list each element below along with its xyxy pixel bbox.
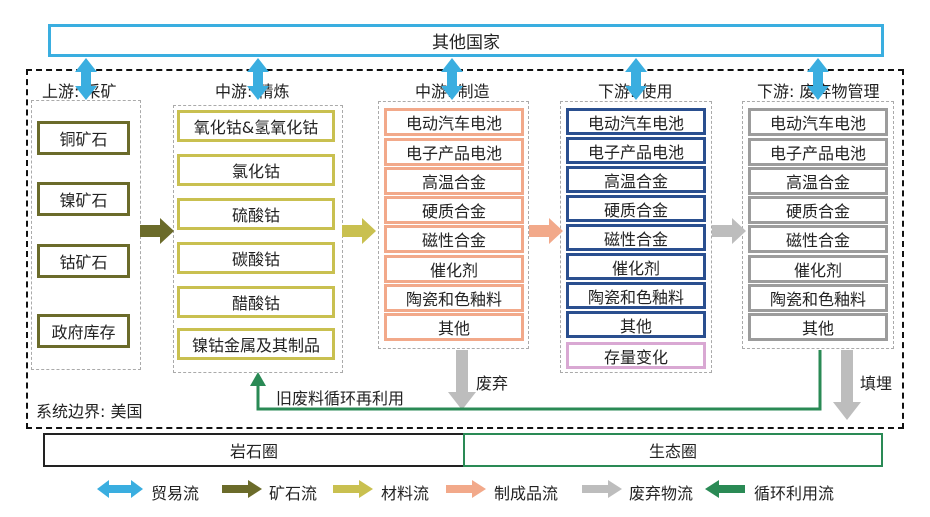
stage-refining-item: 镍钴金属及其制品 bbox=[177, 328, 335, 360]
stage-title-manufacturing: 中游: 制造 bbox=[415, 82, 490, 101]
stage-title-waste-management: 下游: 废弃物管理 bbox=[757, 82, 880, 101]
stage-mining-item: 政府库存 bbox=[37, 314, 130, 348]
stage-use-item: 磁性合金 bbox=[566, 224, 706, 251]
stage-manufacturing-item: 硬质合金 bbox=[384, 196, 524, 224]
stage-manufacturing-item: 高温合金 bbox=[384, 167, 524, 195]
stage-waste-item: 电子产品电池 bbox=[748, 138, 888, 166]
landfill-label: 填埋 bbox=[860, 374, 893, 393]
legend-waste-arrow bbox=[582, 480, 622, 498]
stage-manufacturing-item: 电动汽车电池 bbox=[384, 108, 524, 136]
stage-use-item: 高温合金 bbox=[566, 166, 706, 193]
stage-manufacturing bbox=[378, 101, 529, 349]
lithosphere-label: 岩石圈 bbox=[229, 442, 278, 461]
stage-use-item: 硬质合金 bbox=[566, 195, 706, 222]
legend-material-arrow bbox=[333, 480, 373, 498]
legend-trade-arrow bbox=[97, 480, 143, 498]
stage-waste-item: 硬质合金 bbox=[748, 196, 888, 224]
stage-mining-item: 铜矿石 bbox=[37, 121, 130, 155]
system-boundary-label: 系统边界: 美国 bbox=[36, 402, 143, 421]
stage-title-use: 下游: 使用 bbox=[598, 82, 673, 101]
stage-use-item: 陶瓷和色釉料 bbox=[566, 282, 706, 309]
legend-recycle-label: 循环利用流 bbox=[754, 484, 835, 503]
stage-use-item-stock-change: 存量变化 bbox=[566, 342, 706, 369]
stage-title-mining: 上游: 采矿 bbox=[42, 82, 117, 101]
stage-use-item: 电子产品电池 bbox=[566, 137, 706, 164]
stage-use-item: 催化剂 bbox=[566, 253, 706, 280]
stage-waste-item: 高温合金 bbox=[748, 167, 888, 195]
other-countries-box: 其他国家 bbox=[48, 24, 884, 57]
legend-trade-label: 贸易流 bbox=[151, 484, 200, 503]
stage-waste-item: 陶瓷和色釉料 bbox=[748, 284, 888, 312]
stage-use-item: 其他 bbox=[566, 311, 706, 338]
legend-material-label: 材料流 bbox=[381, 484, 430, 503]
system-boundary bbox=[26, 69, 904, 429]
stage-refining-item: 氧化钴&氢氧化钴 bbox=[177, 110, 335, 142]
stage-refining-item: 硫酸钴 bbox=[177, 198, 335, 230]
stage-use-item: 电动汽车电池 bbox=[566, 108, 706, 135]
stage-refining-item: 碳酸钴 bbox=[177, 242, 335, 274]
discard-label: 废弃 bbox=[476, 374, 509, 393]
stage-refining-item: 氯化钴 bbox=[177, 154, 335, 186]
ecosphere-label: 生态圈 bbox=[648, 442, 697, 461]
stage-mining-item: 镍矿石 bbox=[37, 182, 130, 216]
stage-mining-item: 钴矿石 bbox=[37, 244, 130, 278]
stage-waste-item: 催化剂 bbox=[748, 255, 888, 283]
stage-waste-item: 其他 bbox=[748, 313, 888, 341]
ecosphere-box: 生态圈 bbox=[463, 433, 883, 467]
stage-manufacturing-item: 磁性合金 bbox=[384, 225, 524, 253]
legend-waste-label: 废弃物流 bbox=[629, 484, 694, 503]
legend-product-arrow bbox=[446, 480, 486, 498]
stage-manufacturing-item: 陶瓷和色釉料 bbox=[384, 284, 524, 312]
legend-product-label: 制成品流 bbox=[494, 484, 559, 503]
stage-waste-item: 磁性合金 bbox=[748, 225, 888, 253]
stage-title-refining: 中游: 精炼 bbox=[215, 82, 290, 101]
stage-refining-item: 醋酸钴 bbox=[177, 286, 335, 318]
stage-manufacturing-item: 电子产品电池 bbox=[384, 138, 524, 166]
legend-ore-label: 矿石流 bbox=[269, 484, 318, 503]
other-countries-label: 其他国家 bbox=[432, 33, 500, 53]
stage-manufacturing-item: 其他 bbox=[384, 313, 524, 341]
legend-recycle-arrow bbox=[705, 480, 745, 498]
stage-manufacturing-item: 催化剂 bbox=[384, 255, 524, 283]
recycle-label: 旧废料循环再利用 bbox=[276, 389, 405, 408]
legend-ore-arrow bbox=[222, 480, 262, 498]
stage-waste-item: 电动汽车电池 bbox=[748, 108, 888, 136]
lithosphere-box: 岩石圈 bbox=[43, 433, 465, 467]
